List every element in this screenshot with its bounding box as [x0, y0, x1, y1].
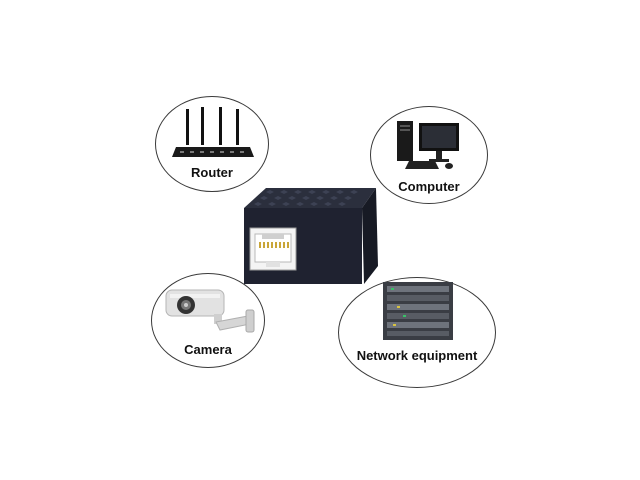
network-equipment-node: Network equipment: [338, 277, 496, 388]
camera-icon: [165, 289, 255, 333]
computer-icon: [397, 121, 459, 169]
camera-label: Camera: [184, 342, 232, 357]
rj45-coupler-icon: [244, 188, 378, 284]
network-equipment-label: Network equipment: [356, 348, 478, 363]
computer-label: Computer: [398, 179, 460, 194]
camera-node: Camera: [151, 273, 265, 368]
computer-node: Computer: [370, 106, 488, 204]
router-icon: [172, 107, 254, 157]
router-label: Router: [191, 165, 233, 180]
server-rack-icon: [383, 282, 453, 340]
router-node: Router: [155, 96, 269, 192]
